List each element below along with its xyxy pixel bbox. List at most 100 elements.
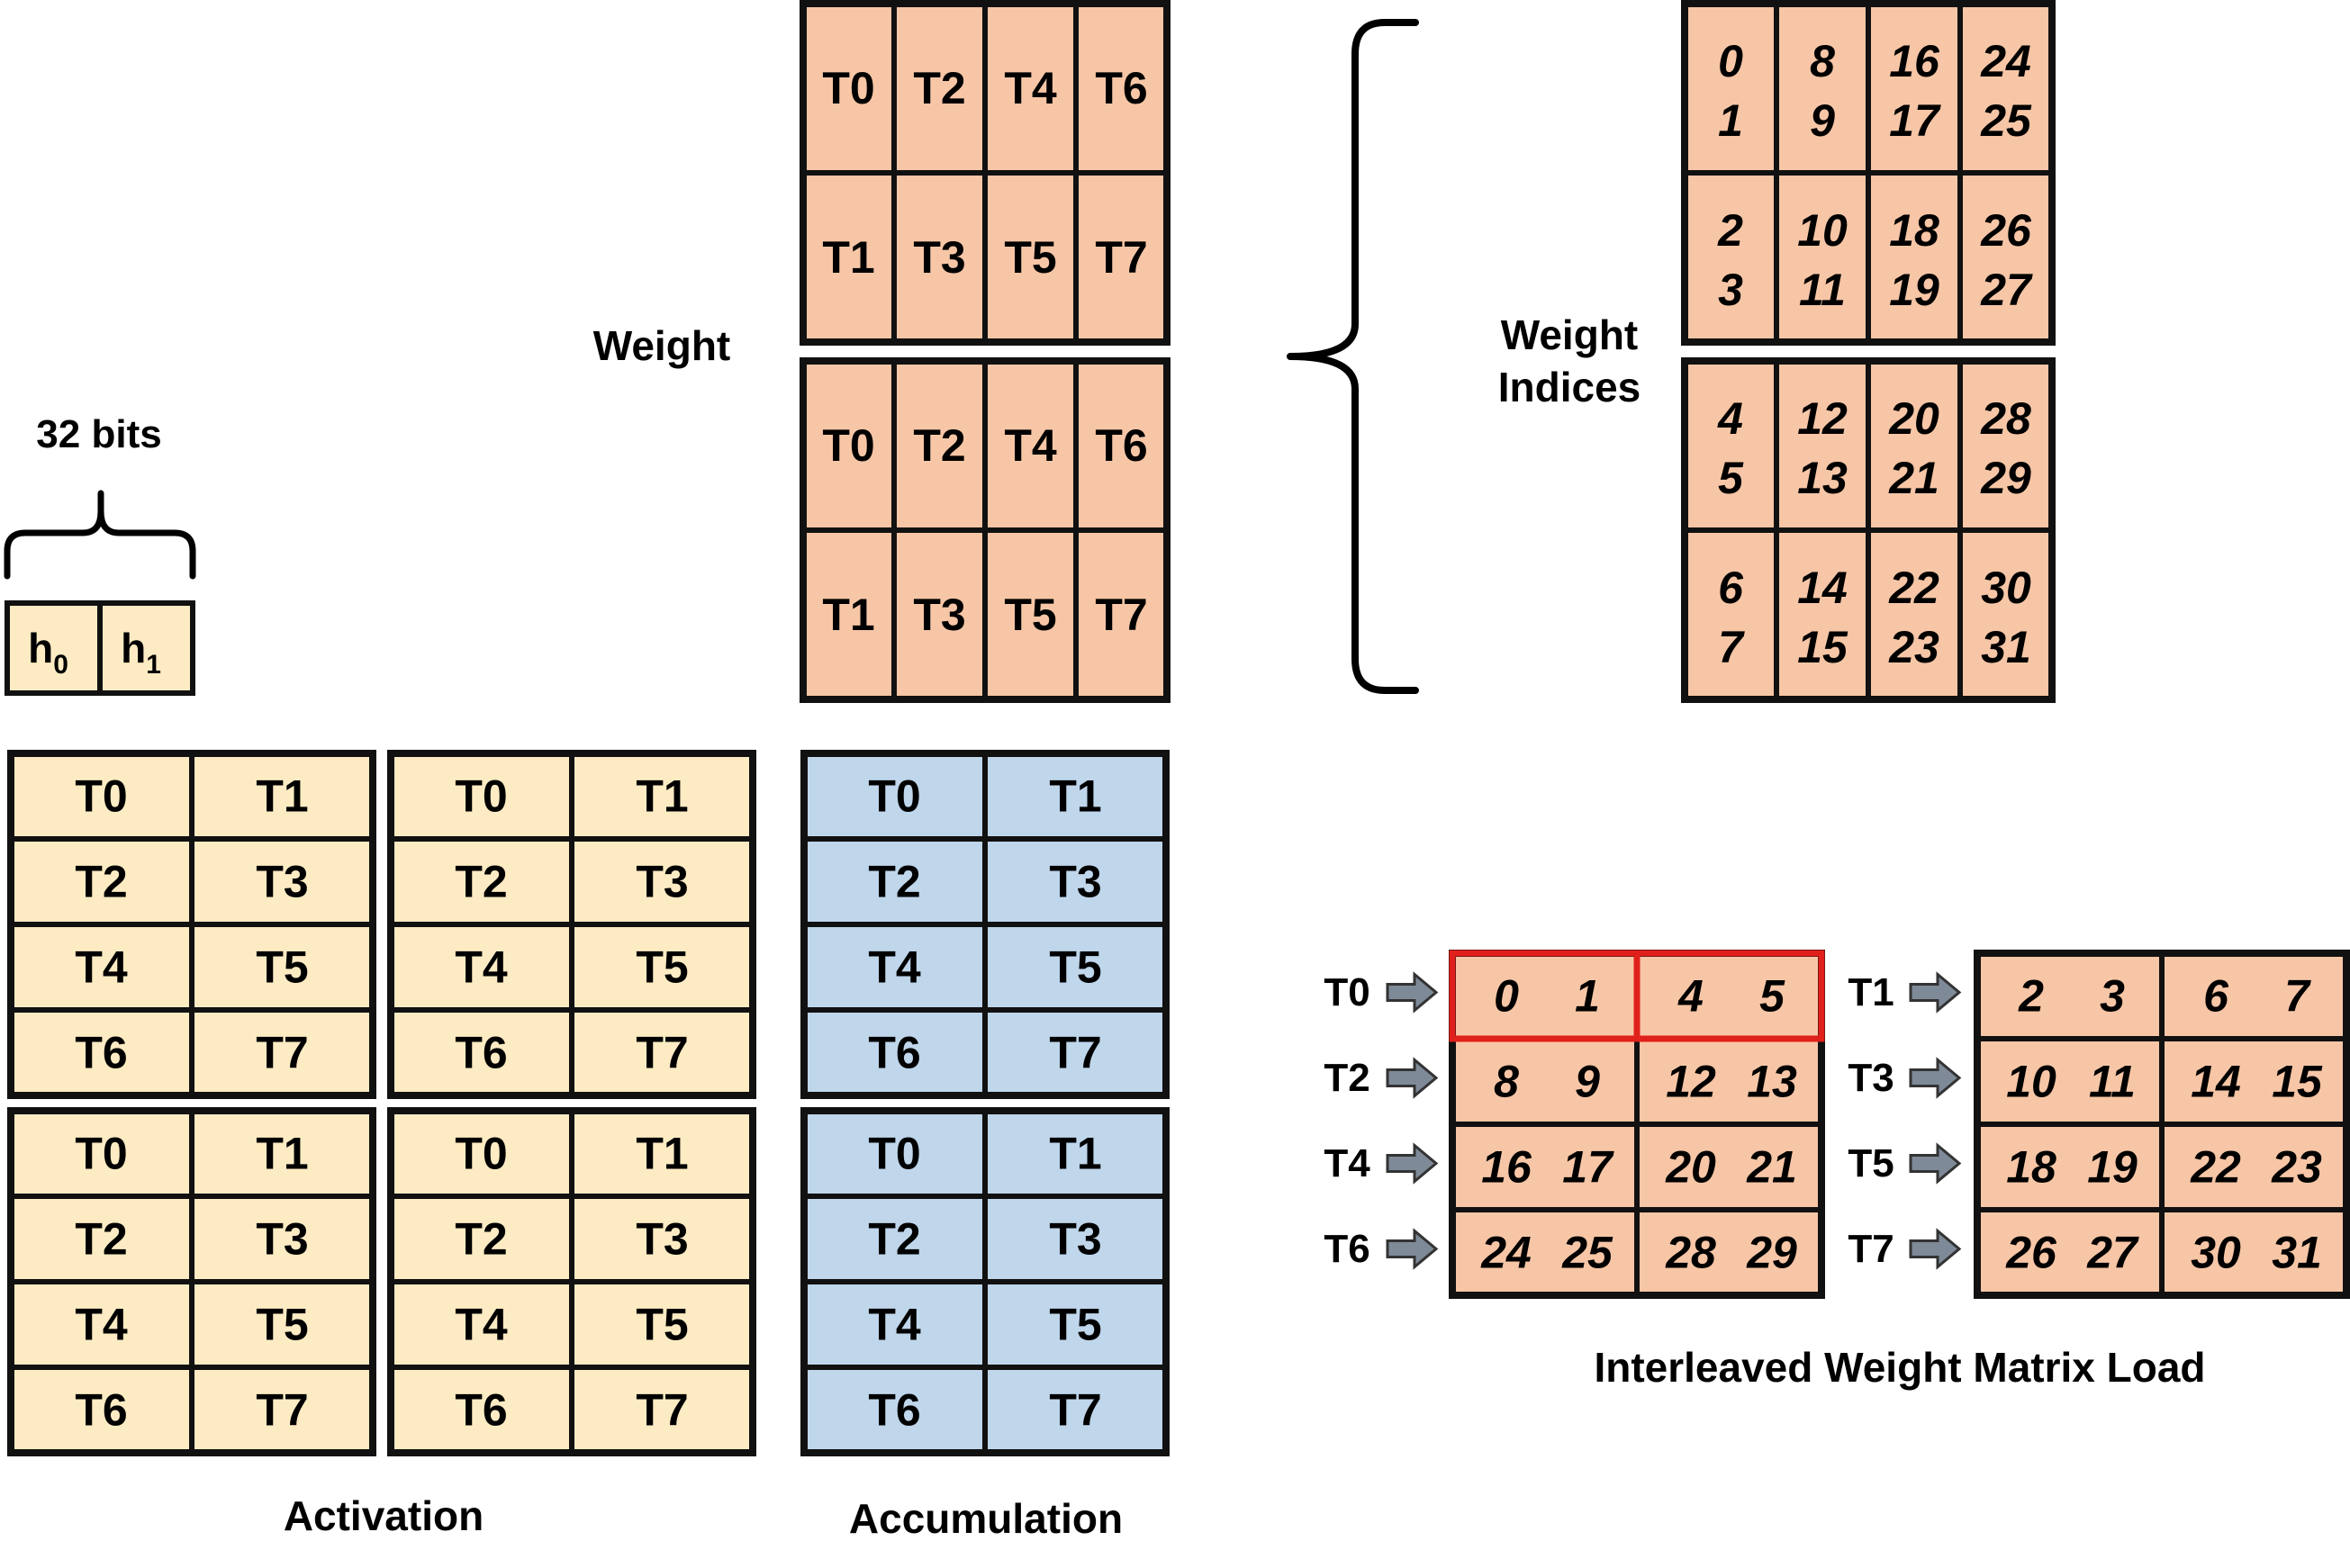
interleaved-index: 4 xyxy=(1677,971,1704,1022)
accumulation-cell-label: T4 xyxy=(868,1300,921,1350)
accumulation-cell-label: T2 xyxy=(868,1214,920,1265)
weight-indices-brace xyxy=(1287,19,1419,694)
interleaved-index: 20 xyxy=(1665,1142,1716,1193)
index-block-outline xyxy=(1681,0,2056,346)
activation-cell-label: T1 xyxy=(256,771,308,822)
index-cell xyxy=(1957,527,2055,702)
activation-cell-label: T1 xyxy=(636,1129,688,1179)
interleaved-index: 1 xyxy=(1575,971,1600,1022)
index-value: 19 xyxy=(1889,265,1939,315)
right-arrow-icon xyxy=(1386,971,1439,1014)
accumulation-cell xyxy=(801,751,988,842)
accumulation-cell-label: T2 xyxy=(868,857,920,907)
activation-cell-label: T5 xyxy=(256,1300,308,1350)
interleaved-index: 3 xyxy=(2100,971,2125,1022)
weight-indices-label-line1: Weight xyxy=(1501,311,1638,358)
activation-cell-label: T4 xyxy=(75,1300,128,1350)
activation-cell-label: T1 xyxy=(636,771,688,822)
weight-cell-label: T0 xyxy=(822,420,874,471)
activation-block-outline xyxy=(387,750,756,1099)
weight-cell xyxy=(1073,358,1170,533)
activation-cell-label: T2 xyxy=(75,857,127,907)
interleaved-index: 28 xyxy=(1665,1228,1716,1278)
accumulation-cell-label: T0 xyxy=(868,1129,920,1179)
activation-cell-label: T6 xyxy=(455,1028,507,1078)
index-cell xyxy=(1682,1,1779,176)
index-value: 4 xyxy=(1717,393,1743,444)
activation-cell-label: T7 xyxy=(636,1385,688,1436)
index-value: 13 xyxy=(1797,453,1848,503)
interleaved-index: 7 xyxy=(2284,971,2311,1022)
activation-cell-label: T4 xyxy=(455,1300,508,1350)
activation-cell-label: T5 xyxy=(636,1300,688,1350)
interleaved-index: 23 xyxy=(2271,1142,2322,1193)
index-value: 16 xyxy=(1889,36,1940,86)
index-value: 22 xyxy=(1888,563,1939,613)
right-arrow-icon xyxy=(1909,1228,1962,1270)
activation-cell-label: T3 xyxy=(256,1214,308,1265)
interleaved-index: 26 xyxy=(2005,1228,2057,1278)
weight-block-outline xyxy=(800,357,1170,703)
accumulation-cell-label: T1 xyxy=(1049,1129,1101,1179)
index-cell xyxy=(1957,1,2055,176)
interleaved-index: 10 xyxy=(2006,1057,2056,1107)
index-value: 31 xyxy=(1981,622,2031,672)
right-arrow-icon xyxy=(1909,1142,1962,1185)
weight-indices-label-line2: Indices xyxy=(1498,364,1641,410)
weight-cell-label: T1 xyxy=(822,590,874,640)
index-value: 15 xyxy=(1797,622,1848,672)
interleaved-index: 18 xyxy=(2006,1142,2056,1193)
accumulation-cell xyxy=(801,922,988,1013)
activation-cell-label: T0 xyxy=(455,1129,507,1179)
index-cell xyxy=(1682,527,1779,702)
index-cell xyxy=(1957,358,2055,533)
activation-cell-label: T0 xyxy=(75,1129,127,1179)
interleaved-index: 19 xyxy=(2087,1142,2138,1193)
weight-cell-label: T4 xyxy=(1004,420,1057,471)
activation-cell-label: T5 xyxy=(636,942,688,993)
index-value: 21 xyxy=(1888,453,1939,503)
thread-label: T1 xyxy=(1848,970,1894,1014)
accumulation-cell-label: T4 xyxy=(868,942,921,993)
activation-cell-label: T6 xyxy=(455,1385,507,1436)
thread-label: T4 xyxy=(1324,1141,1370,1185)
weight-cell-label: T5 xyxy=(1004,232,1056,283)
interleaved-index: 5 xyxy=(1759,971,1785,1022)
index-value: 26 xyxy=(1980,205,2032,256)
interleaved-index: 0 xyxy=(1494,971,1519,1022)
index-value: 2 xyxy=(1717,205,1743,256)
interleaved-cell xyxy=(1450,951,1640,1041)
activation-block-outline xyxy=(7,750,376,1099)
index-cell xyxy=(1774,170,1871,345)
accumulation-cell-label: T0 xyxy=(868,771,920,822)
thread-label: T5 xyxy=(1848,1141,1894,1185)
interleaved-index: 14 xyxy=(2191,1057,2241,1107)
index-value: 28 xyxy=(1980,393,2031,444)
index-value: 8 xyxy=(1810,36,1835,86)
activation-block-outline xyxy=(7,1107,376,1456)
index-value: 17 xyxy=(1889,95,1941,146)
accumulation-cell-label: T5 xyxy=(1049,942,1101,993)
highlight-box xyxy=(1633,950,1825,1042)
half-cell-0 xyxy=(5,600,103,696)
weight-cell-label: T2 xyxy=(913,420,965,471)
weight-indices-matrix: 0189161724252310111819262745121320212829… xyxy=(1681,0,2056,703)
activation-cell-label: T1 xyxy=(256,1129,308,1179)
index-value: 18 xyxy=(1889,205,1939,256)
interleaved-index: 2 xyxy=(2018,971,2044,1022)
index-cell xyxy=(1774,1,1871,176)
interleaved-index: 8 xyxy=(1494,1057,1519,1107)
weight-cell xyxy=(800,527,897,702)
interleaved-index: 13 xyxy=(1747,1057,1797,1107)
interleaved-index: 22 xyxy=(2190,1142,2241,1193)
half-cell-1 xyxy=(97,600,195,696)
index-value: 7 xyxy=(1718,622,1745,672)
interleaved-index: 29 xyxy=(1746,1228,1797,1278)
index-value: 10 xyxy=(1797,205,1848,256)
index-value: 30 xyxy=(1981,563,2031,613)
activation-cell-label: T4 xyxy=(455,942,508,993)
right-arrow-icon xyxy=(1909,1057,1962,1099)
activation-cell-label: T7 xyxy=(256,1028,308,1078)
index-cell xyxy=(1774,527,1871,702)
